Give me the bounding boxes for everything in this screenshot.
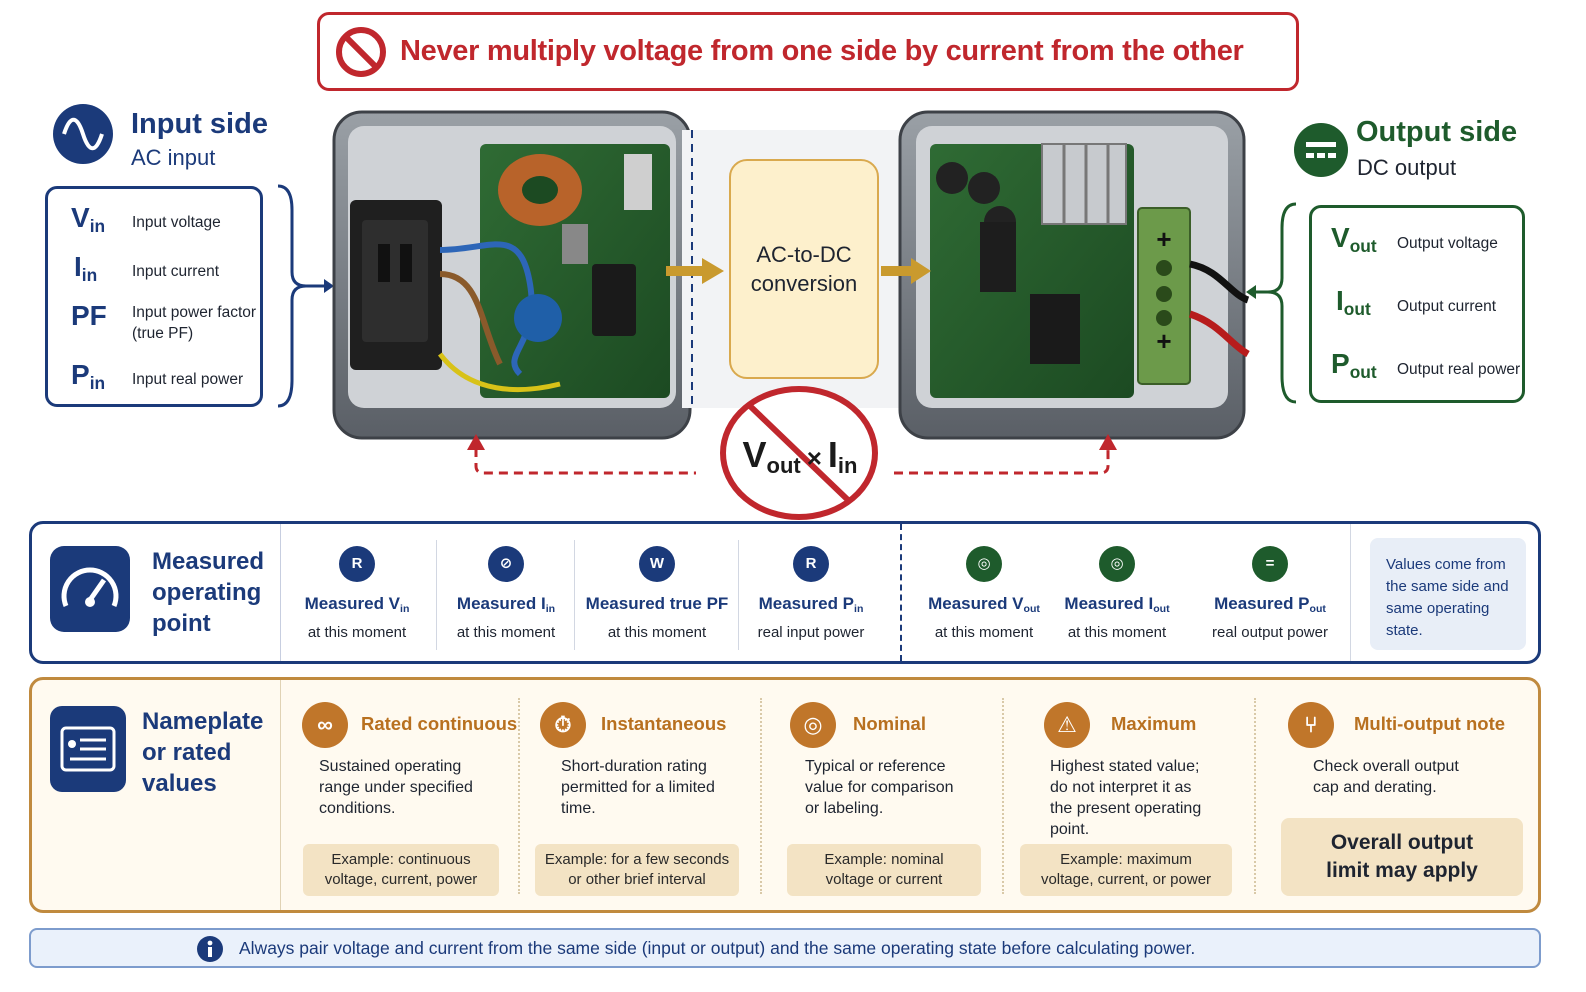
measured-operating-point-panel: Measured operating point R Measured Vin … — [29, 521, 1541, 664]
gauge-icon — [50, 546, 130, 632]
measured-column: ◎ Measured Vout at this moment — [914, 524, 1054, 661]
svg-text:+: + — [1156, 224, 1171, 254]
infinity-icon: ∞ — [302, 702, 348, 748]
measured-column: = Measured Pout real output power — [1192, 524, 1348, 661]
info-icon — [197, 936, 223, 962]
measured-column: ⊘ Measured Iin at this moment — [438, 524, 574, 661]
rating-column: ◎ Nominal Typical or reference value for… — [787, 680, 998, 910]
rating-column: ∞ Rated continuous Sustained operating r… — [300, 680, 520, 910]
symbol-description: Output real power — [1397, 361, 1521, 378]
sine-wave-icon — [53, 104, 113, 164]
output-symbol-row: Vout Output voltage — [1312, 220, 1522, 270]
symbol-description: Input current — [132, 263, 220, 280]
flow-arrow-icon — [881, 258, 931, 284]
rating-column: ⚠ Maximum Highest stated value; do not i… — [1020, 680, 1242, 910]
overall-limit-callout: Overall output limit may apply — [1281, 818, 1523, 896]
input-measure-icon: R — [339, 546, 375, 582]
times-sign: × — [806, 443, 822, 473]
output-side-subtitle: DC output — [1357, 155, 1457, 180]
input-brace-arrow — [277, 184, 334, 408]
symbol: Vin — [71, 202, 106, 236]
output-symbol-row: Pout Output real power — [1312, 346, 1522, 396]
input-symbol-row: Pin Input real power — [48, 356, 260, 406]
svg-text:+: + — [1156, 326, 1171, 356]
forbidden-i: I — [827, 434, 838, 475]
measured-note: Values come from the same side and same … — [1370, 538, 1526, 650]
output-measure-icon: ◎ — [1099, 546, 1135, 582]
rating-column: ⏱ Instantaneous Short-duration rating pe… — [535, 680, 768, 910]
output-measure-icon: = — [1252, 546, 1288, 582]
input-symbol-list: Vin Input voltage Iin Input current PF I… — [45, 186, 263, 407]
prohibited-icon — [720, 386, 878, 520]
nameplate-title: Nameplate or rated values — [142, 708, 264, 797]
warning-text: Never multiply voltage from one side by … — [400, 35, 1244, 67]
output-brace-arrow — [1246, 202, 1297, 404]
flow-arrow-icon — [666, 258, 724, 284]
forbidden-v: V — [742, 434, 767, 475]
warning-icon: ⚠ — [1044, 702, 1090, 748]
warning-banner: Never multiply voltage from one side by … — [317, 12, 1299, 91]
symbol: Iout — [1336, 285, 1371, 319]
measured-column: ◎ Measured Iout at this moment — [1054, 524, 1180, 661]
input-side-subtitle: AC input — [131, 145, 216, 170]
forbidden-product: Vout×Iin — [720, 386, 878, 520]
rating-column: ⑂ Multi-output note Check overall output… — [1281, 680, 1536, 910]
output-side-title: Output side — [1356, 116, 1518, 148]
measured-column: R Measured Vin at this moment — [282, 524, 432, 661]
symbol: Vout — [1331, 222, 1377, 256]
input-symbol-row: Vin Input voltage — [48, 199, 260, 249]
dc-symbol-icon — [1294, 123, 1348, 177]
conversion-label: AC-to-DC conversion — [750, 242, 858, 296]
symbol-description: Output voltage — [1397, 235, 1498, 252]
symbol-description: Input real power — [132, 371, 244, 388]
branch-icon: ⑂ — [1288, 702, 1334, 748]
symbol: PF — [71, 300, 107, 331]
power-supply-illustration: + + — [332, 110, 1250, 440]
nameplate-icon — [50, 706, 126, 792]
symbol-description: Input voltage — [132, 214, 221, 231]
symbol: Pin — [71, 359, 106, 393]
input-symbol-row: Iin Input current — [48, 248, 260, 298]
output-symbol-list: Vout Output voltage Iout Output current … — [1309, 205, 1525, 403]
input-measure-icon: W — [639, 546, 675, 582]
stopwatch-icon: ⏱ — [540, 702, 586, 748]
measured-column: R Measured Pin real input power — [740, 524, 882, 661]
input-measure-icon: R — [793, 546, 829, 582]
measured-title: Measured operating point — [152, 548, 265, 637]
input-measure-icon: ⊘ — [488, 546, 524, 582]
symbol-description: Output current — [1397, 298, 1497, 315]
dashed-red-arrows — [467, 434, 1117, 475]
input-symbol-row: PF Input power factor (true PF) — [48, 297, 260, 347]
prohibited-icon — [336, 26, 386, 77]
measured-column: W Measured true PF at this moment — [576, 524, 738, 661]
conversion-box: AC-to-DC conversion — [729, 159, 879, 379]
symbol-description: Input power factor (true PF) — [132, 304, 257, 342]
input-side-title: Input side — [131, 108, 268, 140]
symbol: Pout — [1331, 348, 1377, 382]
target-icon: ◎ — [790, 702, 836, 748]
output-symbol-row: Iout Output current — [1312, 283, 1522, 333]
output-measure-icon: ◎ — [966, 546, 1002, 582]
symbol: Iin — [74, 251, 98, 285]
tip-text: Always pair voltage and current from the… — [239, 938, 1196, 958]
nameplate-panel: Nameplate or rated values ∞ Rated contin… — [29, 677, 1541, 913]
tip-bar: Always pair voltage and current from the… — [29, 928, 1541, 968]
